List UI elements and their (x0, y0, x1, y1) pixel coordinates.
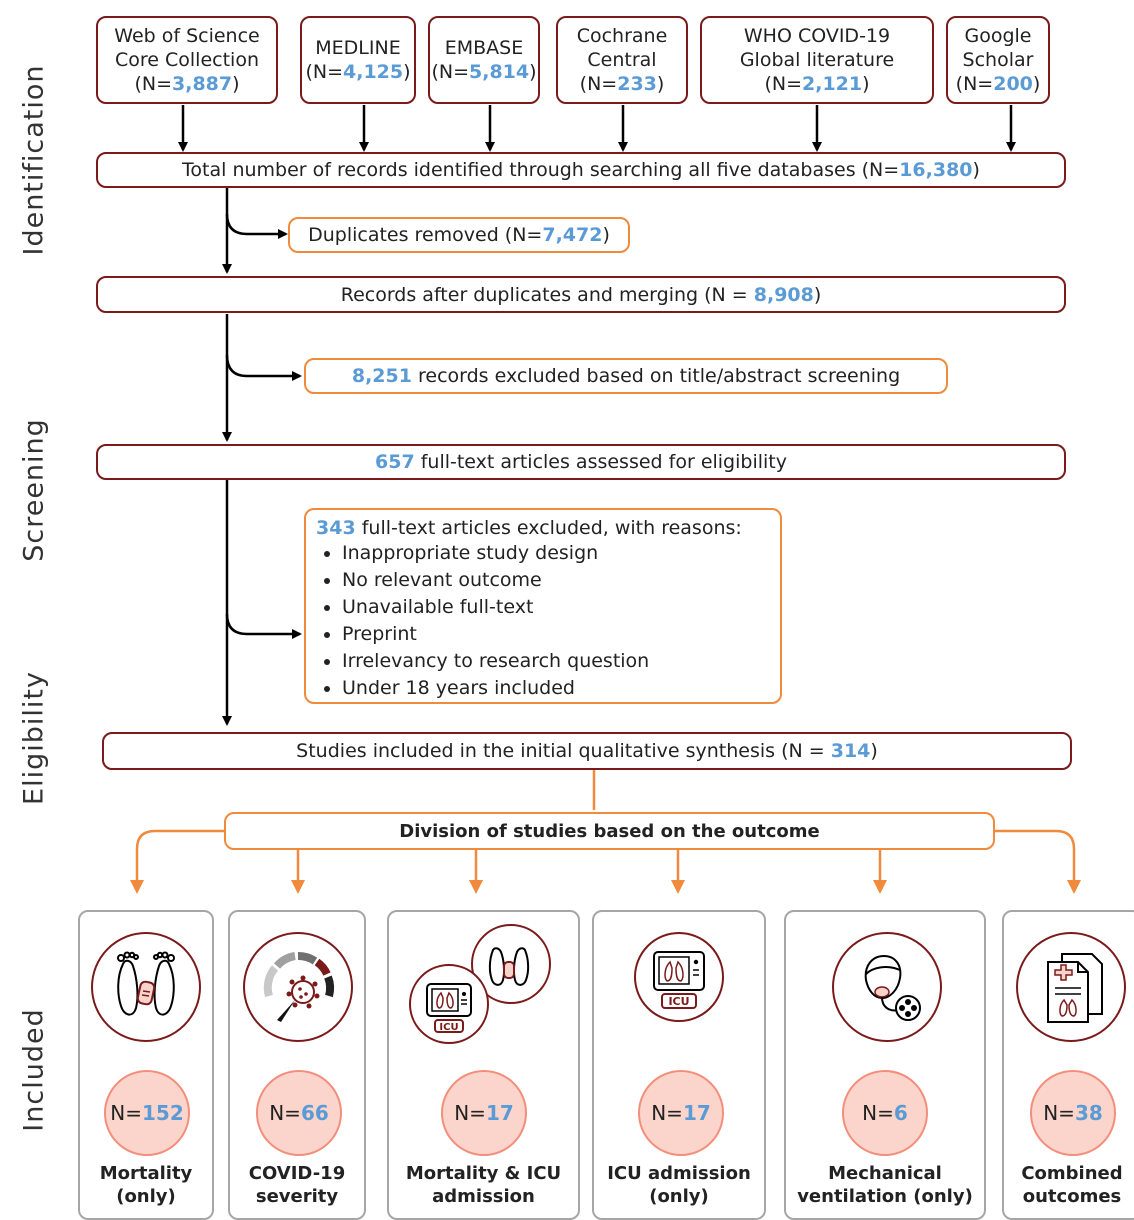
fulltext-excluded-heading: 343 full-text articles excluded, with re… (316, 517, 742, 539)
after-dup-count: 8,908 (753, 283, 814, 306)
total-records-box: Total number of records identified throu… (96, 152, 1066, 188)
database-count: 4,125 (343, 61, 404, 83)
exclusion-reason: Irrelevancy to research question (342, 648, 770, 675)
division-box: Division of studies based on the outcome (224, 812, 995, 850)
database-box-who: WHO COVID-19 Global literature (N=2,121) (700, 16, 934, 104)
database-count: 233 (617, 73, 657, 95)
severity-gauge-icon (243, 932, 353, 1042)
database-box-cochrane: Cochrane Central (N=233) (556, 16, 688, 104)
exclusion-reason: Under 18 years included (342, 675, 770, 702)
database-count: 2,121 (802, 73, 863, 95)
exclusion-reason: Unavailable full-text (342, 594, 770, 621)
database-count: 5,814 (469, 61, 530, 83)
title-abstract-excluded-box: 8,251 records excluded based on title/ab… (304, 358, 948, 394)
exclusion-reason: Preprint (342, 621, 770, 648)
exclusion-reason: Inappropriate study design (342, 540, 770, 567)
included-count: 314 (830, 740, 871, 762)
icu-monitor-icon: ICU (634, 932, 724, 1022)
database-count: 200 (993, 73, 1033, 95)
stage-label-screening: Screening (18, 418, 50, 562)
outcome-count-badge: N=6 (842, 1070, 928, 1156)
database-name: MEDLINE (315, 37, 401, 59)
database-name: Google Scholar (962, 25, 1034, 71)
medical-records-icon (1016, 932, 1126, 1042)
included-studies-box: Studies included in the initial qualitat… (102, 732, 1072, 770)
duplicates-count: 7,472 (542, 224, 603, 246)
total-count: 16,380 (899, 159, 973, 181)
icu-monitor-and-feet-icon (471, 924, 551, 1004)
database-count: 3,887 (172, 73, 233, 95)
database-name: Web of Science Core Collection (114, 25, 260, 71)
duplicates-removed-box: Duplicates removed (N=7,472) (288, 217, 630, 253)
fulltext-excluded-box: 343 full-text articles excluded, with re… (304, 508, 782, 704)
outcome-label: Mortality(only) (99, 1163, 193, 1207)
feet-tag-icon (91, 932, 201, 1042)
outcome-card-mortality: N=152 Mortality(only) (78, 910, 214, 1220)
outcome-label: ICU admission(only) (607, 1163, 751, 1207)
stage-label-included: Included (18, 1008, 50, 1132)
icu-monitor-icon: ICU (409, 964, 489, 1044)
records-after-duplicates-box: Records after duplicates and merging (N … (96, 276, 1066, 313)
exclusion-reasons-list: Inappropriate study design No relevant o… (316, 540, 770, 702)
outcome-count-badge: N=17 (441, 1070, 527, 1156)
exclusion-reason: No relevant outcome (342, 567, 770, 594)
database-name: EMBASE (444, 37, 524, 59)
database-box-medline: MEDLINE (N=4,125) (300, 16, 416, 104)
fulltext-assessed-box: 657 full-text articles assessed for elig… (96, 444, 1066, 480)
fulltext-count: 657 (375, 451, 415, 473)
ventilator-patient-icon (832, 932, 942, 1042)
outcome-count-badge: N=38 (1030, 1070, 1116, 1156)
outcome-count-badge: N=66 (256, 1070, 342, 1156)
outcome-card-icu: ICU N=17 ICU admission(only) (592, 910, 766, 1220)
excluded-title-count: 8,251 (351, 365, 412, 387)
database-name: Cochrane Central (576, 25, 668, 71)
svg-text:ICU: ICU (668, 995, 689, 1008)
database-box-embase: EMBASE (N=5,814) (428, 16, 540, 104)
database-box-google-scholar: Google Scholar (N=200) (946, 16, 1050, 104)
outcome-count-badge: N=152 (104, 1070, 190, 1156)
svg-text:ICU: ICU (439, 1022, 458, 1033)
stage-label-identification: Identification (18, 64, 50, 256)
database-name: WHO COVID-19 Global literature (739, 25, 895, 71)
database-box-web-of-science: Web of Science Core Collection (N=3,887) (96, 16, 278, 104)
stage-label-eligibility: Eligibility (18, 671, 50, 805)
outcome-count-badge: N=17 (638, 1070, 724, 1156)
